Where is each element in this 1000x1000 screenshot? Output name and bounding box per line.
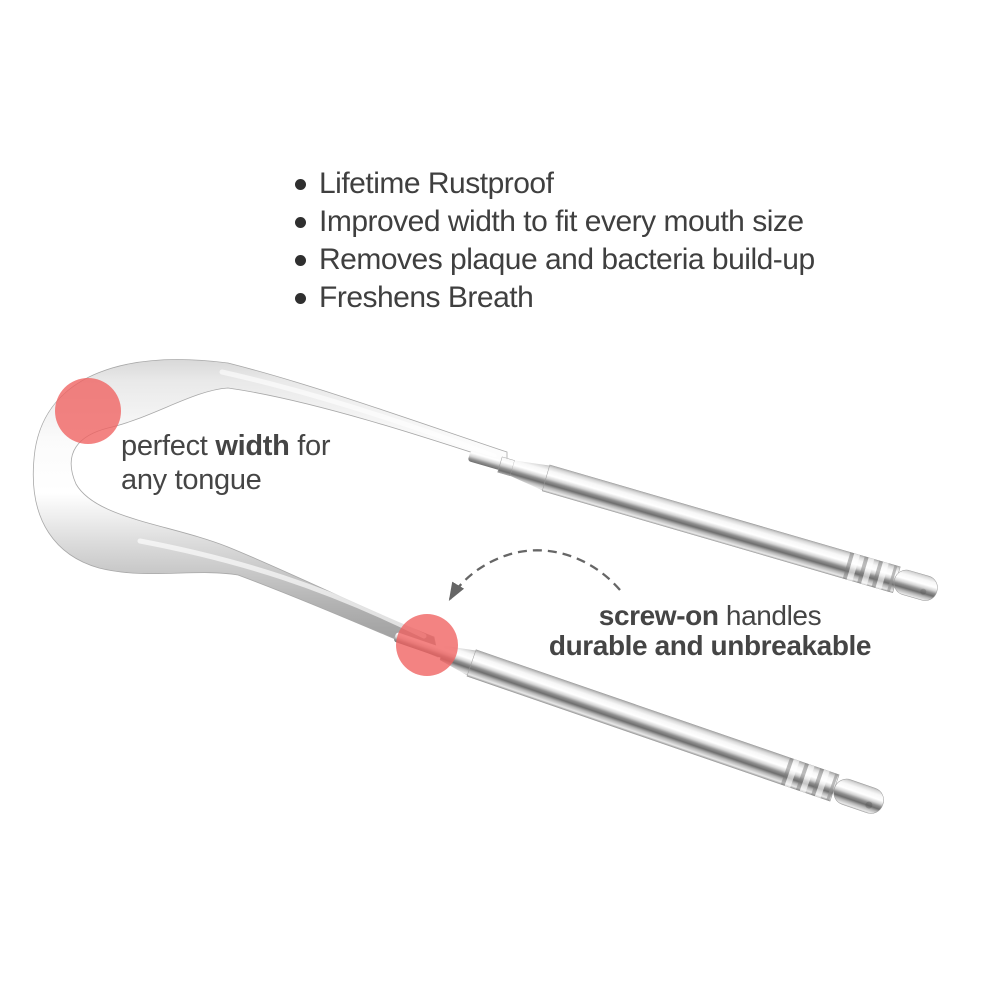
feature-item: Improved width to fit every mouth size [295,203,815,241]
handle-callout-bold: screw-on [598,600,719,631]
handle-callout: screw-on handles durable and unbreakable [520,601,900,661]
width-callout-line2: any tongue [121,464,262,496]
bullet-icon [295,255,306,266]
curved-arrow-icon [448,549,621,601]
highlight-circle-bend-icon [55,378,121,444]
bullet-icon [295,217,306,228]
bullet-icon [295,293,306,304]
handle-callout-line2-bold: durable and unbreakable [548,630,872,661]
feature-text: Lifetime Rustproof [319,167,554,200]
width-callout: perfect width for any tongue [121,429,331,497]
lower-handle-grooves [780,757,839,802]
lower-tip-reflection [865,801,873,809]
upper-handle [468,451,938,601]
band-highlight-upper [219,369,497,459]
upper-handle-grooves [842,552,898,593]
feature-item: Removes plaque and bacteria build-up [295,241,815,279]
highlight-circle-joint-icon [396,614,458,676]
feature-text: Improved width to fit every mouth size [319,205,804,238]
band-highlight-lower [137,538,427,639]
upper-handle-tip [893,569,938,601]
width-callout-suffix: for [289,430,331,462]
upper-handle-flare [510,460,552,492]
handle-callout-rest: handles [718,600,822,631]
handle-callout-line2: durable and unbreakable [520,631,900,661]
width-callout-line1: perfect width for [121,429,331,463]
feature-text: Removes plaque and bacteria build-up [319,243,815,276]
width-callout-prefix: perfect [121,430,216,462]
feature-list: Lifetime Rustproof Improved width to fit… [295,165,815,317]
upper-tip-reflection [920,588,927,595]
feature-item: Lifetime Rustproof [295,165,815,203]
width-callout-bold: width [215,430,290,462]
handle-callout-line1: screw-on handles [520,601,900,631]
bullet-icon [295,179,306,190]
lower-handle-tip [833,778,884,814]
feature-text: Freshens Breath [319,281,534,314]
feature-item: Freshens Breath [295,279,815,317]
upper-handle-neck [468,451,509,472]
